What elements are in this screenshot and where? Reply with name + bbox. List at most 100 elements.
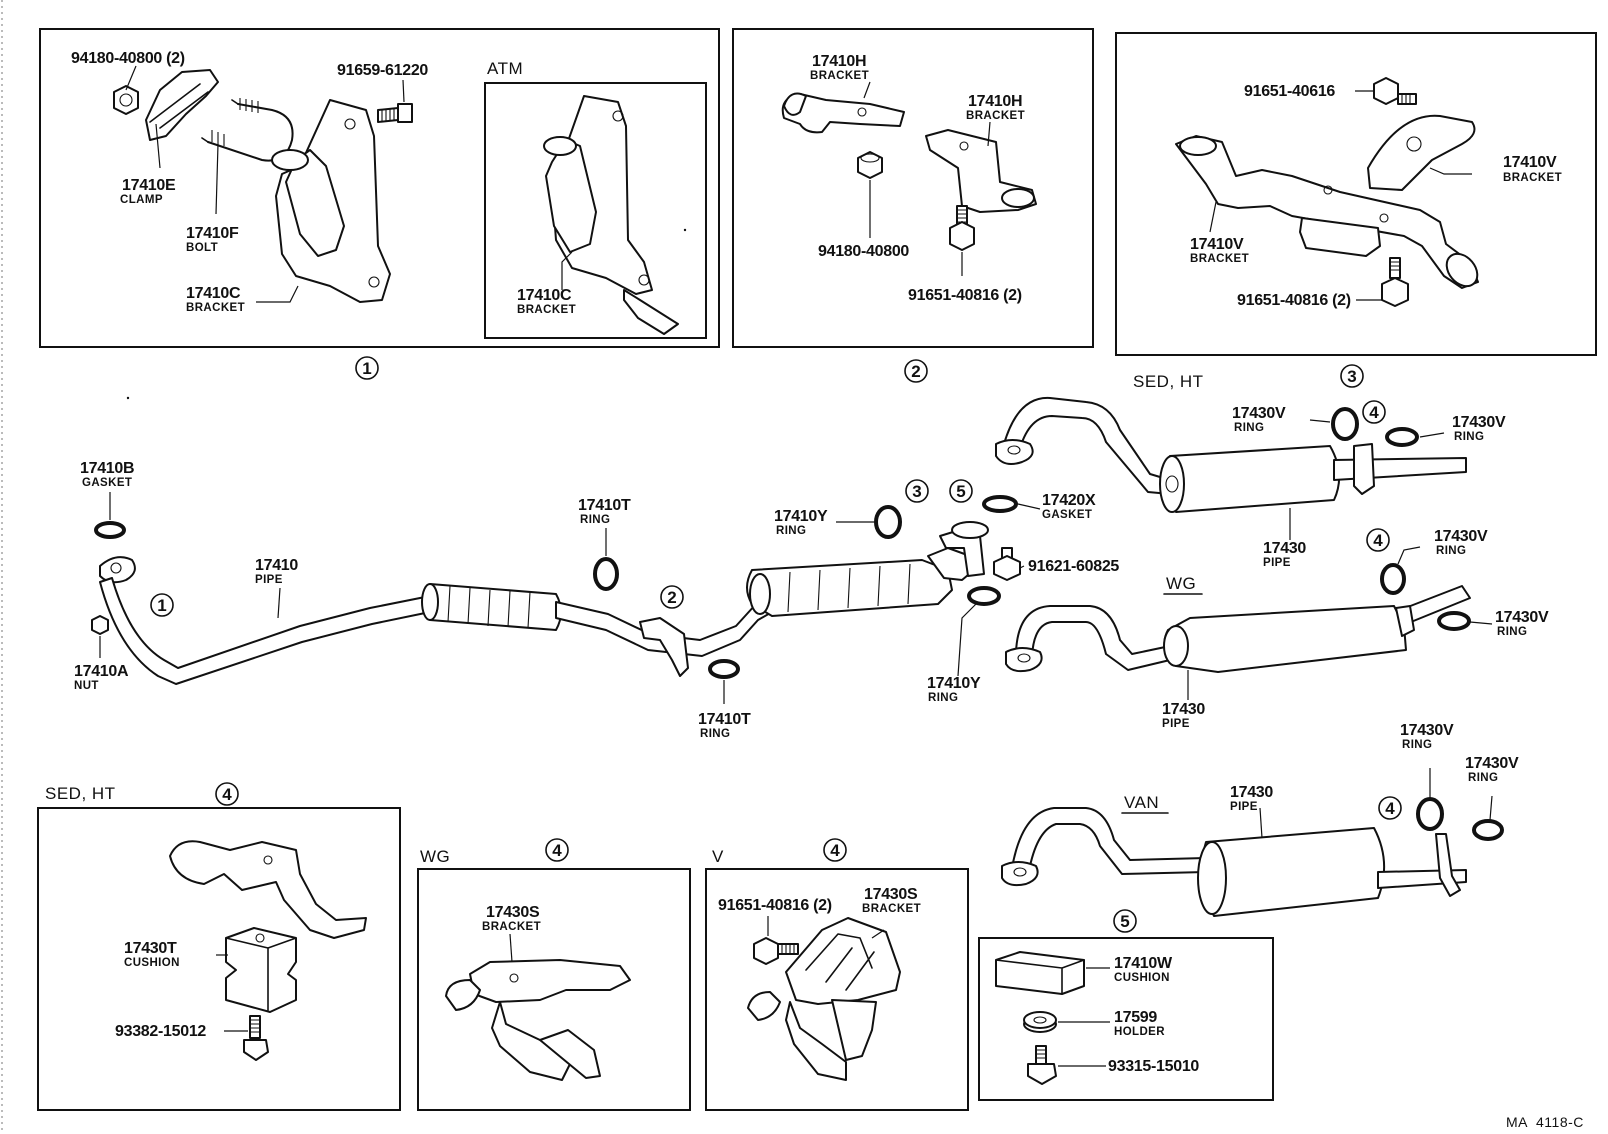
ring-17410T-top <box>593 557 619 591</box>
box-3-frame <box>1115 32 1597 356</box>
callout-3-sed: 3 <box>1340 364 1364 388</box>
label-pipe-wg: PIPE <box>1162 718 1190 730</box>
label-17410Y-bottom: 17410Y <box>927 675 981 692</box>
label-17430-van: 17430 <box>1230 784 1273 801</box>
bracket-17430S-wg <box>445 959 631 1081</box>
label-17430S-v: 17430S <box>864 886 918 903</box>
detail-box-1: ATM <box>39 28 720 380</box>
callout-4-bottom-v: 4 <box>823 838 847 862</box>
label-94180-40800: 94180-40800 (2) <box>71 50 185 67</box>
sed-ht-tailpipe-group: SED, HT 3 4 17430V RING 17430V RING 1743… <box>995 364 1506 569</box>
svg-text:3: 3 <box>912 482 921 501</box>
holder-17599 <box>1023 1011 1057 1033</box>
cushion-17430T <box>225 927 297 1013</box>
nut-94180-40800 <box>113 85 139 115</box>
label-pipe: PIPE <box>255 574 283 586</box>
atm-subbox-frame <box>484 82 707 339</box>
ring-17430V-van-b <box>1472 819 1504 841</box>
callout-circle-2: 2 <box>904 359 928 383</box>
label-17420X: 17420X <box>1042 492 1096 509</box>
ring-17410Y-bottom <box>967 586 1001 606</box>
atm-bracket-17410C <box>543 95 679 335</box>
label-17410E: 17410E <box>122 177 176 194</box>
bolt-91651-40816-v <box>753 937 799 965</box>
label-pipe-sed: PIPE <box>1263 557 1291 569</box>
svg-text:4: 4 <box>222 785 232 804</box>
label-bracket-h1: BRACKET <box>810 70 869 82</box>
variant-sed-ht-bottom: SED, HT <box>45 784 116 803</box>
tailpipe-17430-van <box>1001 807 1467 917</box>
main-callout-2: 2 <box>660 585 684 609</box>
label-17430-wg: 17430 <box>1162 701 1205 718</box>
ring-17410Y-top <box>874 505 902 539</box>
label-17410B: 17410B <box>80 460 134 477</box>
label-17410V-r: 17410V <box>1503 154 1557 171</box>
gasket-17410B <box>94 521 126 539</box>
speck <box>683 228 687 232</box>
callout-5-bottom: 5 <box>1113 909 1137 933</box>
label-91651-40616: 91651-40616 <box>1244 83 1335 100</box>
svg-text:5: 5 <box>956 482 965 501</box>
svg-text:4: 4 <box>830 841 840 860</box>
variant-wg-bottom: WG <box>420 847 450 866</box>
label-pipe-van: PIPE <box>1230 801 1258 813</box>
variant-v-bottom: V <box>712 847 724 866</box>
callout-circle-1: 1 <box>355 356 379 380</box>
label-ring-y1: RING <box>776 525 806 537</box>
main-exhaust-assembly: 17410B GASKET 17410A NUT 17410 PIPE 1741… <box>74 460 1120 740</box>
bottom-wg-frame <box>417 868 691 1111</box>
svg-text:4: 4 <box>1373 531 1383 550</box>
label-91651-40816-b2: 91651-40816 (2) <box>908 287 1022 304</box>
bolt-93382-15012 <box>243 1015 269 1061</box>
mid-pipe <box>555 597 773 677</box>
label-17410A: 17410A <box>74 663 129 680</box>
ring-17430V-van-a <box>1416 797 1444 831</box>
label-93382-15012: 93382-15012 <box>115 1023 206 1040</box>
box-2-frame <box>732 28 1094 348</box>
bottom-sed-ht-box: SED, HT 4 17430T CUSHION 93382-15012 <box>37 782 401 1111</box>
bottom-v-box: V 4 91651-40816 (2) 17430S BRACKET <box>705 838 969 1111</box>
center-muffler <box>421 583 562 631</box>
label-17410W: 17410W <box>1114 955 1173 972</box>
callout-4-wg: 4 <box>1366 528 1390 552</box>
u-bolt-17410F <box>201 98 294 162</box>
label-17430V-sed-a: 17430V <box>1232 405 1286 422</box>
label-17430V-sed-b: 17430V <box>1452 414 1506 431</box>
front-pipe-17410 <box>99 556 431 685</box>
label-bracket-s-v: BRACKET <box>862 903 921 915</box>
main-callout-3: 3 <box>905 479 929 503</box>
label-17410V-l: 17410V <box>1190 236 1244 253</box>
bracket-17410V-assembly <box>1175 114 1479 289</box>
label-91651-40816-b3: 91651-40816 (2) <box>1237 292 1351 309</box>
label-ring-sed-b: RING <box>1454 431 1484 443</box>
ring-17430V-wg-a <box>1380 563 1406 595</box>
label-cushion-w: CUSHION <box>1114 972 1170 984</box>
label-bracket-h2: BRACKET <box>966 110 1025 122</box>
svg-text:2: 2 <box>667 588 676 607</box>
label-atm-17410C: 17410C <box>517 287 572 304</box>
bracket-17430-sed <box>169 840 367 939</box>
bolt-91659-61220 <box>377 103 413 123</box>
label-93315-15010: 93315-15010 <box>1108 1058 1199 1075</box>
bottom-v-frame <box>705 868 969 1111</box>
variant-sed-ht-top: SED, HT <box>1133 372 1204 391</box>
detail-box-3: 91651-40616 17410V BRACKET 17410V BRACKE… <box>1115 32 1597 356</box>
label-17410Y-top: 17410Y <box>774 508 828 525</box>
callout-4-bottom-sed: 4 <box>215 782 239 806</box>
label-ring-y2: RING <box>928 692 958 704</box>
svg-text:4: 4 <box>552 841 562 860</box>
label-91651-40816-v: 91651-40816 (2) <box>718 897 832 914</box>
callout-4-sed: 4 <box>1362 400 1386 424</box>
wg-tailpipe-group: WG 4 17430V RING 17430V RING 17430 PIPE <box>1005 528 1549 730</box>
label-bracket-s-wg: BRACKET <box>482 921 541 933</box>
svg-text:3: 3 <box>1347 367 1356 386</box>
bolt-93315-15010 <box>1027 1045 1057 1085</box>
detail-box-2: 17410H BRACKET 17410H BRACKET 94180-4080… <box>732 28 1094 383</box>
label-17430-sed: 17430 <box>1263 540 1306 557</box>
label-91659-61220: 91659-61220 <box>337 62 428 79</box>
label-ring-t2: RING <box>700 728 730 740</box>
ring-17410T-bottom <box>708 659 740 679</box>
label-17410: 17410 <box>255 557 298 574</box>
bolt-91651-40816-box3 <box>1381 257 1409 307</box>
